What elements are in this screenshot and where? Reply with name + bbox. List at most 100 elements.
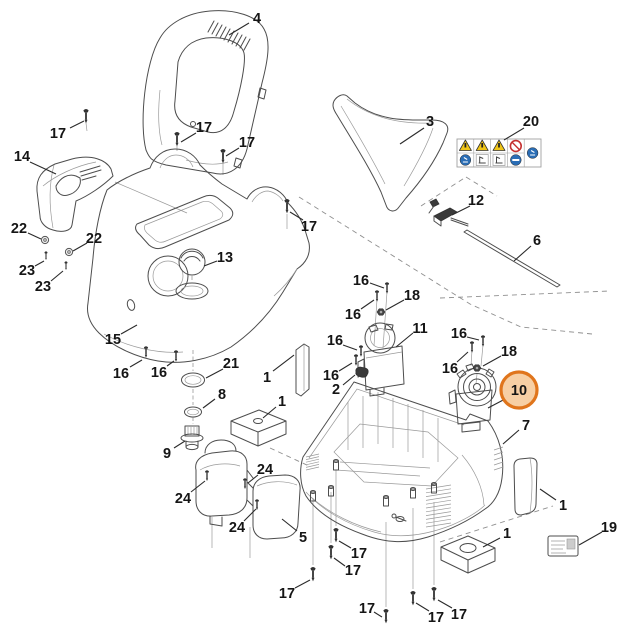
callout-label-17[interactable]: 17 (196, 120, 212, 136)
fastener-part-16-screw (384, 282, 390, 294)
callout-part-22[interactable]: 22 (11, 221, 42, 240)
callout-label-1[interactable]: 1 (559, 498, 567, 514)
callout-part-17[interactable]: 17 (359, 601, 383, 618)
callout-label-21[interactable]: 21 (223, 356, 239, 372)
callout-label-17[interactable]: 17 (428, 610, 444, 626)
callout-label-1[interactable]: 1 (503, 526, 511, 542)
callout-part-24[interactable]: 24 (175, 480, 206, 507)
callout-part-1[interactable]: 1 (262, 394, 286, 419)
callout-label-24[interactable]: 24 (257, 462, 273, 478)
callout-label-17[interactable]: 17 (345, 563, 361, 579)
callout-part-10[interactable]: 10 (487, 370, 539, 410)
callout-part-17[interactable]: 17 (289, 211, 317, 235)
callout-part-14[interactable]: 14 (14, 149, 57, 175)
callout-part-7[interactable]: 7 (502, 418, 530, 445)
callout-label-17[interactable]: 17 (359, 601, 375, 617)
callout-part-16[interactable]: 16 (327, 333, 358, 351)
callout-label-17[interactable]: 17 (279, 586, 295, 602)
callout-label-23[interactable]: 23 (35, 279, 51, 295)
callout-label-23[interactable]: 23 (19, 263, 35, 279)
callout-part-18[interactable]: 18 (482, 344, 517, 367)
callout-label-17[interactable]: 17 (351, 546, 367, 562)
callout-label-22[interactable]: 22 (11, 221, 27, 237)
callout-label-7[interactable]: 7 (522, 418, 530, 434)
callout-label-10[interactable]: 10 (511, 383, 527, 399)
callout-label-17[interactable]: 17 (50, 126, 66, 142)
callout-part-4[interactable]: 4 (228, 11, 261, 36)
callout-part-17[interactable]: 17 (333, 557, 361, 579)
callout-part-17[interactable]: 17 (279, 579, 311, 602)
callout-label-16[interactable]: 16 (323, 368, 339, 384)
callout-label-12[interactable]: 12 (468, 193, 484, 209)
info-panel-icon (492, 154, 506, 166)
callout-label-2[interactable]: 2 (332, 382, 340, 398)
callout-part-1[interactable]: 1 (482, 526, 511, 548)
callout-part-5[interactable]: 5 (281, 518, 307, 546)
callout-label-5[interactable]: 5 (299, 530, 307, 546)
callout-part-24[interactable]: 24 (247, 462, 273, 484)
callout-label-1[interactable]: 1 (278, 394, 286, 410)
callout-label-4[interactable]: 4 (253, 11, 261, 27)
mandatory-circle-icon (459, 154, 472, 166)
callout-part-20[interactable]: 20 (503, 114, 539, 141)
callout-label-24[interactable]: 24 (229, 520, 245, 536)
callout-label-16[interactable]: 16 (151, 365, 167, 381)
callout-part-9[interactable]: 9 (163, 440, 186, 462)
callout-part-16[interactable]: 16 (442, 351, 469, 377)
callout-part-19[interactable]: 19 (578, 520, 617, 546)
callout-label-9[interactable]: 9 (163, 446, 171, 462)
callout-part-3[interactable]: 3 (399, 114, 434, 145)
callout-label-18[interactable]: 18 (404, 288, 420, 304)
callout-label-6[interactable]: 6 (533, 233, 541, 249)
callout-label-19[interactable]: 19 (601, 520, 617, 536)
fastener-part-17-screw (174, 132, 180, 147)
callout-label-16[interactable]: 16 (345, 307, 361, 323)
callout-part-22[interactable]: 22 (72, 231, 102, 252)
callout-label-16[interactable]: 16 (442, 361, 458, 377)
callout-part-16[interactable]: 16 (323, 362, 353, 384)
callout-part-11[interactable]: 11 (395, 321, 428, 348)
callout-part-24[interactable]: 24 (229, 508, 257, 536)
callout-part-16[interactable]: 16 (345, 299, 375, 323)
callout-label-18[interactable]: 18 (501, 344, 517, 360)
callout-part-1[interactable]: 1 (263, 354, 295, 386)
callout-label-16[interactable]: 16 (327, 333, 343, 349)
callout-label-24[interactable]: 24 (175, 491, 191, 507)
callout-label-17[interactable]: 17 (451, 607, 467, 623)
callout-label-16[interactable]: 16 (451, 326, 467, 342)
callout-part-16[interactable]: 16 (353, 273, 385, 289)
callout-part-23[interactable]: 23 (35, 270, 64, 295)
callout-part-16[interactable]: 16 (151, 360, 175, 381)
callout-part-16[interactable]: 16 (451, 326, 480, 342)
callout-label-13[interactable]: 13 (217, 250, 233, 266)
callout-label-16[interactable]: 16 (353, 273, 369, 289)
callout-label-22[interactable]: 22 (86, 231, 102, 247)
callout-part-16[interactable]: 16 (113, 359, 143, 382)
callout-label-20[interactable]: 20 (523, 114, 539, 130)
callout-part-15[interactable]: 15 (105, 324, 138, 348)
callout-part-17[interactable]: 17 (225, 135, 255, 157)
callout-part-17[interactable]: 17 (437, 599, 467, 623)
callout-part-8[interactable]: 8 (202, 387, 226, 409)
callout-part-12[interactable]: 12 (451, 193, 484, 216)
callout-part-13[interactable]: 13 (203, 250, 233, 267)
callout-part-23[interactable]: 23 (19, 260, 45, 279)
callout-label-17[interactable]: 17 (301, 219, 317, 235)
callout-part-17[interactable]: 17 (50, 120, 85, 142)
callout-label-1[interactable]: 1 (263, 370, 271, 386)
callout-part-17[interactable]: 17 (180, 120, 212, 143)
callout-label-14[interactable]: 14 (14, 149, 30, 165)
callout-part-6[interactable]: 6 (513, 233, 541, 262)
callout-part-1[interactable]: 1 (539, 488, 567, 514)
callout-part-18[interactable]: 18 (385, 288, 420, 311)
callout-part-17[interactable]: 17 (338, 540, 367, 562)
callout-label-16[interactable]: 16 (113, 366, 129, 382)
callout-label-17[interactable]: 17 (239, 135, 255, 151)
callout-part-21[interactable]: 21 (205, 356, 239, 379)
callout-label-15[interactable]: 15 (105, 332, 121, 348)
callout-label-11[interactable]: 11 (412, 321, 427, 337)
callout-part-2[interactable]: 2 (332, 374, 356, 398)
callout-label-8[interactable]: 8 (218, 387, 226, 403)
callout-label-3[interactable]: 3 (426, 114, 434, 130)
callout-part-17[interactable]: 17 (415, 602, 444, 626)
